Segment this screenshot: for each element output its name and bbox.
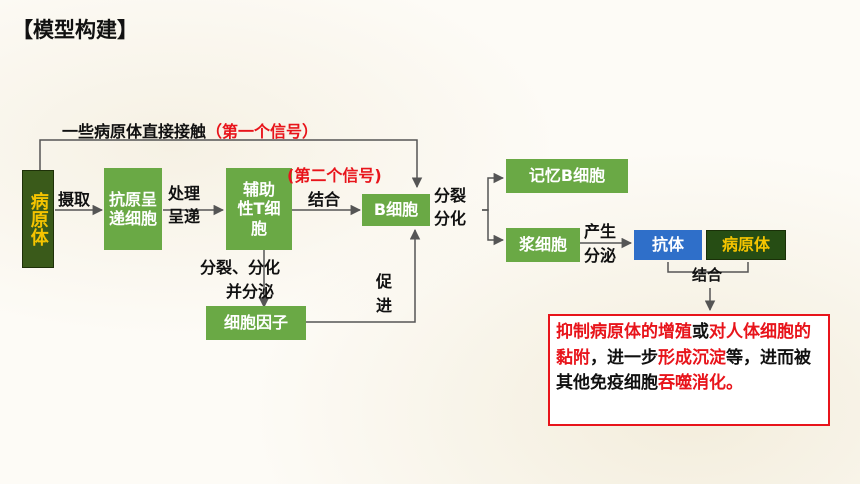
th-divide-label: 分裂、分化 [200, 258, 281, 277]
b-cell-node: B细胞 [362, 194, 430, 226]
pathogen-label: 病原体 [27, 192, 49, 246]
apc-label: 抗原呈递细胞 [108, 189, 157, 228]
uptake-label: 摄取 [58, 190, 91, 209]
result-further: ，进一步 [590, 347, 658, 368]
cytokine-label: 细胞因子 [223, 313, 288, 333]
pathogen-node: 病原体 [22, 170, 54, 268]
promote-line [306, 228, 421, 323]
helper-t-label: 辅助性T细胞 [237, 180, 281, 238]
antibody-label: 抗体 [651, 235, 684, 255]
th-secrete-label: 并分泌 [226, 282, 275, 301]
direct-contact-label: 一些病原体直接接触（第一个信号） [62, 118, 318, 142]
memory-b-label: 记忆B细胞 [528, 166, 606, 186]
direct-contact-text: 一些病原体直接接触 [62, 122, 207, 141]
divide-differentiate-label: 分裂分化 [434, 186, 467, 229]
process-present-label: 处理呈递 [168, 184, 201, 227]
result-other-cells: 等，进而被其他免疫细胞 [556, 347, 811, 394]
direct-contact-line [39, 139, 423, 189]
result-precipitate: 形成沉淀 [658, 347, 726, 368]
result-phagocytose: 吞噬消化。 [658, 373, 743, 393]
result-inhibit: 抑制病原体的增殖 [556, 322, 692, 342]
signal2-label: (第二个信号) [287, 166, 382, 185]
plasma-label: 浆细胞 [518, 235, 567, 255]
antibody-node: 抗体 [634, 230, 702, 260]
plasma-node: 浆细胞 [506, 228, 580, 262]
bind-bracket [667, 262, 749, 273]
signal1-label: （第一个信号） [206, 122, 319, 141]
branch-memory [482, 172, 505, 211]
result-or: 或 [692, 322, 709, 342]
branch-plasma [482, 209, 505, 246]
pathogen2-node: 病原体 [706, 230, 786, 260]
pathogen2-label: 病原体 [721, 235, 770, 255]
helper-t-node: 辅助性T细胞 [226, 168, 292, 250]
result-box: 抑制病原体的增殖或对人体细胞的黏附，进一步形成沉淀等，进而被其他免疫细胞吞噬消化… [548, 314, 830, 426]
bind1-label: 结合 [308, 190, 341, 209]
bind2-label: 结合 [692, 266, 723, 284]
page-title: 【模型构建】 [12, 18, 138, 42]
result-adhesion: 对人体细胞的黏附 [556, 322, 811, 368]
b-cell-label: B细胞 [373, 200, 419, 220]
memory-b-node: 记忆B细胞 [506, 159, 628, 193]
produce-secrete-label: 产生分泌 [584, 222, 617, 265]
promote-label: 促进 [376, 272, 393, 315]
apc-node: 抗原呈递细胞 [104, 168, 162, 250]
cytokine-node: 细胞因子 [206, 306, 306, 340]
